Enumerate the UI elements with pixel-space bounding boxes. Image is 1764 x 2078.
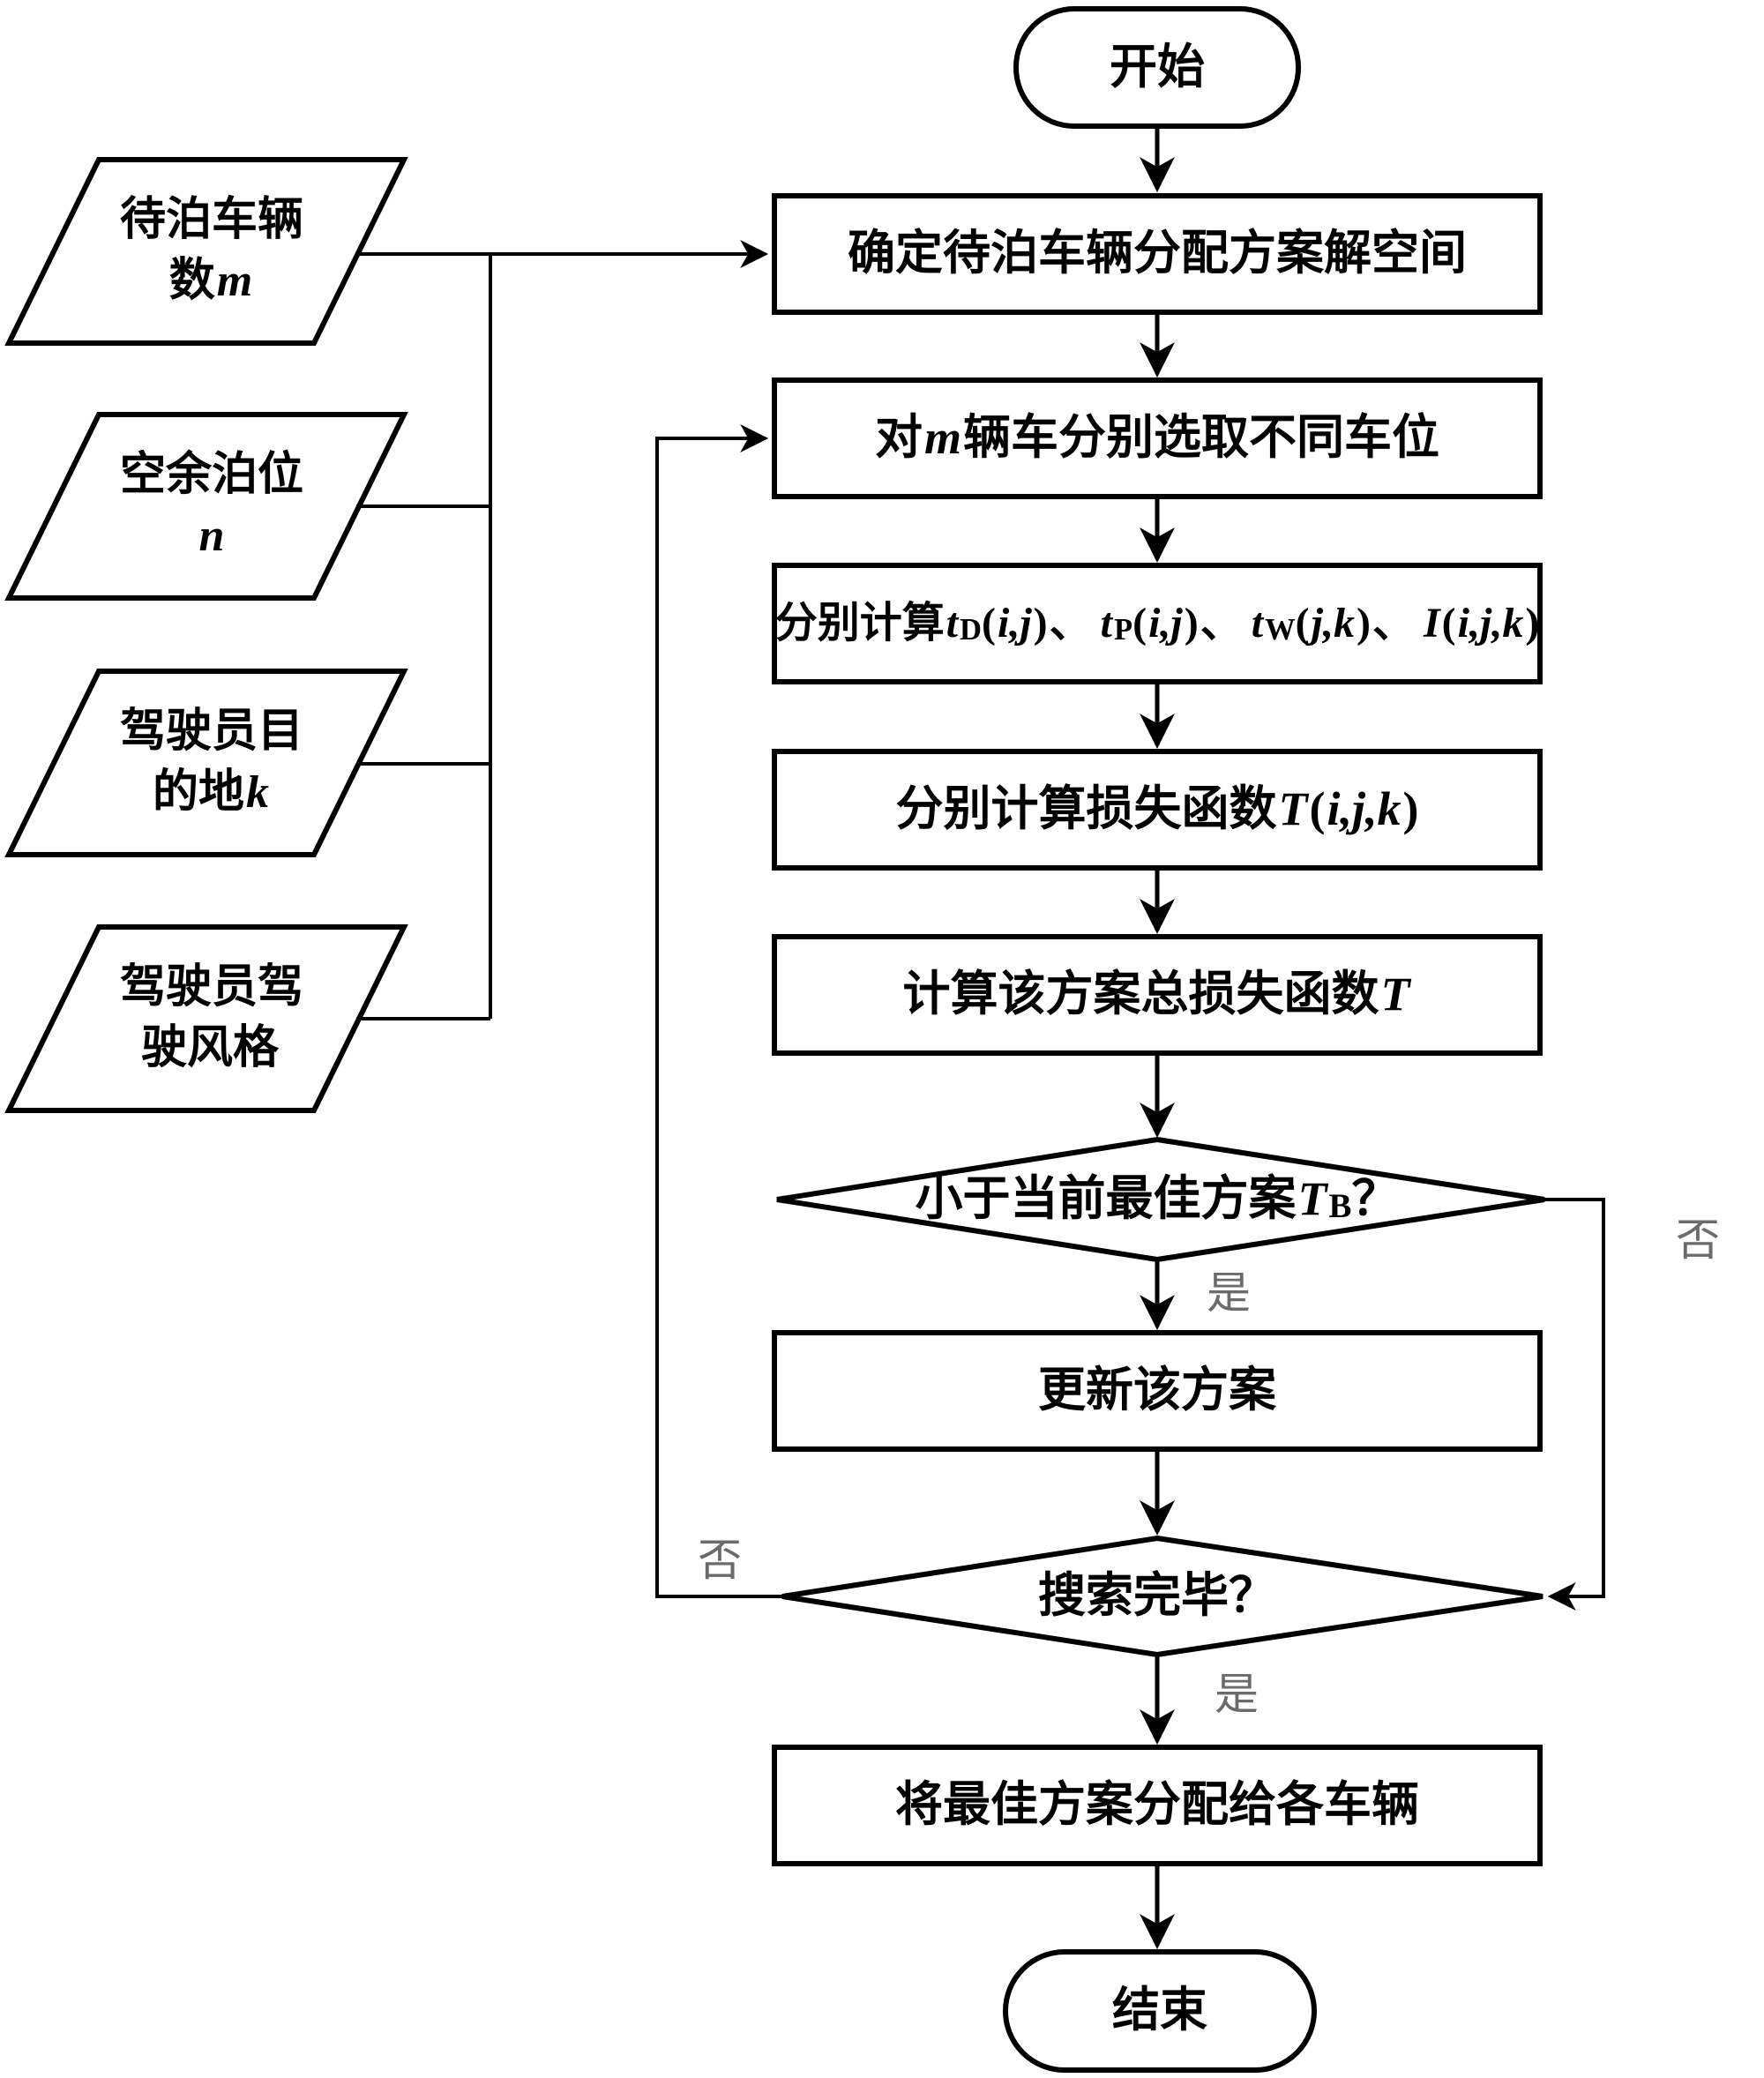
decision-done-shape (781, 1535, 1544, 1658)
input-destination-shape (4, 669, 408, 857)
process-calc-total-shape (772, 934, 1543, 1056)
label-better-yes: 是 (1207, 1268, 1251, 1318)
label-done-yes: 是 (1215, 1670, 1259, 1719)
process-update-shape (772, 1330, 1543, 1452)
edge-better-no (1544, 1198, 1605, 1611)
end-terminal-shape (1003, 1949, 1317, 2073)
input-vehicle-count-label: 待泊车辆 数m (119, 195, 303, 306)
decision-better-label: 小于当前最佳方案TB？ (915, 1172, 1400, 1226)
process-assign-shape (772, 1745, 1543, 1866)
start-label: 开始 (1110, 40, 1205, 93)
process-calc-total-label: 计算该方案总损失函数T (902, 968, 1410, 1021)
process-determine-shape (772, 193, 1543, 315)
input-driving-style-label: 驾驶员驾 驶风格 (119, 962, 303, 1073)
process-calc-loss-shape (772, 749, 1543, 871)
process-calc-times-label: 分别计算tD(i,j)、tP(i,j)、tW(j,k)、I(i,j,k) (774, 600, 1540, 647)
process-calc-times-shape (772, 563, 1543, 684)
end-label: 结束 (1112, 1984, 1207, 2037)
process-assign-label: 将最佳方案分配给各车辆 (895, 1778, 1419, 1832)
decision-better-shape (776, 1136, 1545, 1263)
process-determine-label: 确定待泊车辆分配方案解空间 (848, 227, 1467, 280)
input-vacant-slots-label: 空余泊位 n (119, 450, 303, 561)
input-vacant-slots-shape (4, 412, 408, 601)
process-select-label: 对m辆车分别选取不同车位 (874, 411, 1439, 465)
input-driving-style-shape (4, 924, 408, 1113)
label-done-no: 否 (698, 1536, 742, 1585)
input-destination-label: 驾驶员目 的地k (119, 706, 303, 818)
label-better-no: 否 (1676, 1215, 1720, 1265)
process-select-shape (772, 377, 1543, 499)
process-calc-loss-label: 分别计算损失函数T(i,j,k) (895, 782, 1419, 836)
process-update-label: 更新该方案 (1038, 1364, 1276, 1417)
decision-done-label: 搜索完毕？ (1038, 1569, 1276, 1623)
input-vehicle-count-shape (4, 157, 408, 346)
edge-done-no-loop (655, 424, 782, 1598)
